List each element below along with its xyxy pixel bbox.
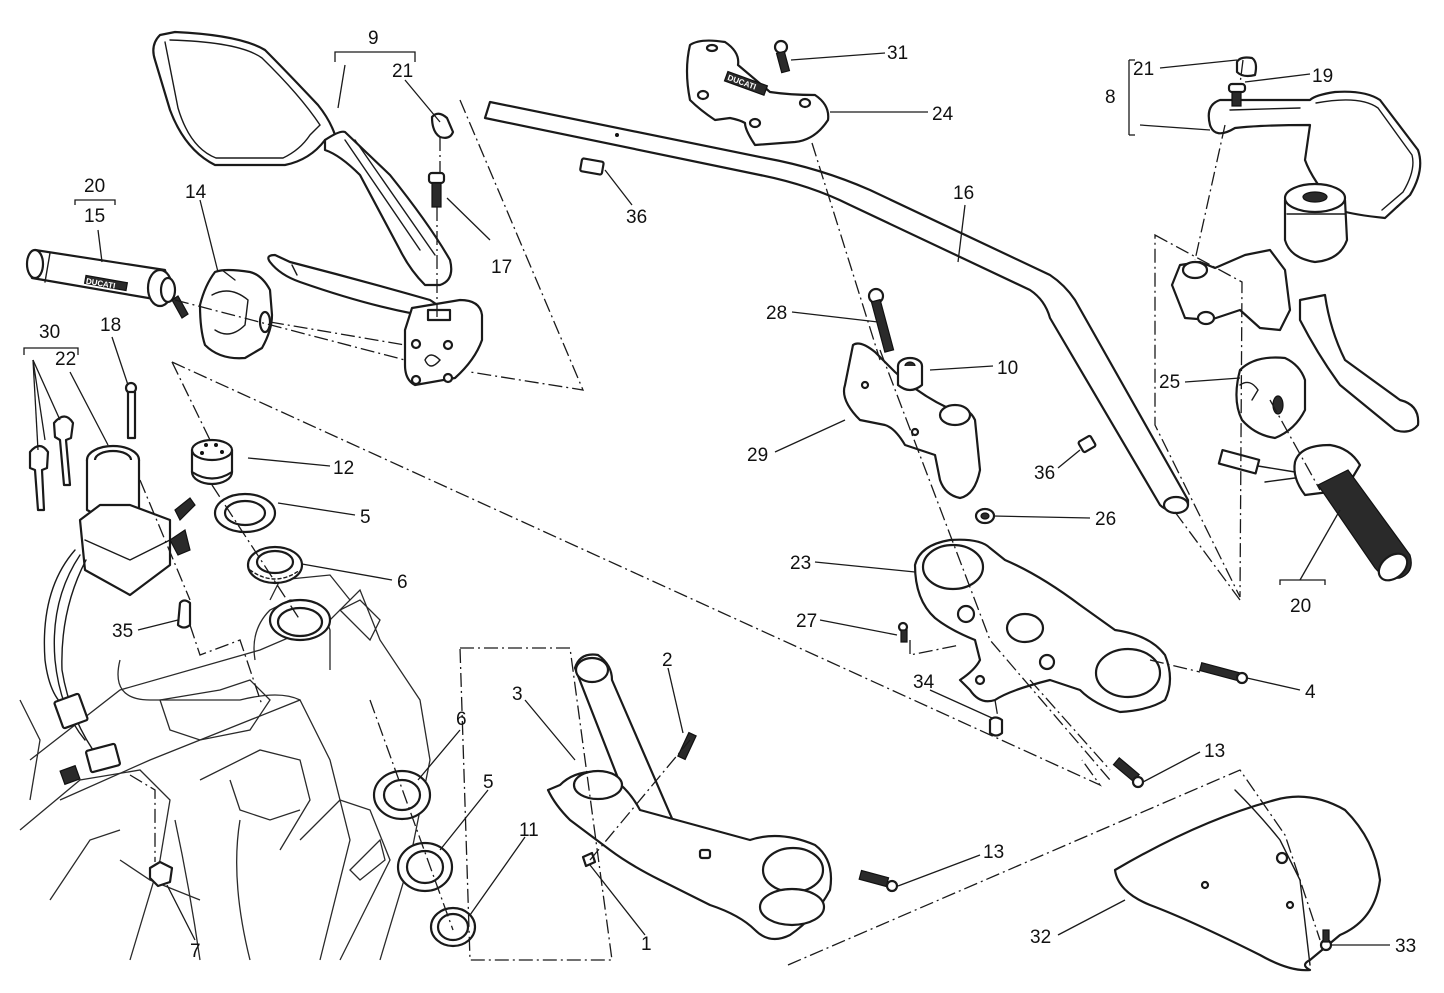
handlebar-upper-clamp[interactable]: DUCATI bbox=[685, 39, 830, 147]
callout-17: 17 bbox=[491, 257, 512, 278]
mirror-cap-right[interactable] bbox=[1235, 56, 1258, 78]
callout-20b: 20 bbox=[1290, 596, 1311, 617]
callout-36b: 36 bbox=[1034, 463, 1055, 484]
callout-36a: 36 bbox=[626, 207, 647, 228]
sealing-ring[interactable] bbox=[429, 906, 477, 948]
riser-bushing[interactable] bbox=[896, 356, 924, 392]
upper-triple-clamp[interactable] bbox=[913, 538, 1172, 714]
clutch-master-mount[interactable] bbox=[403, 298, 484, 387]
brake-master-cylinder[interactable] bbox=[1170, 182, 1349, 332]
upper-dust-seal[interactable] bbox=[213, 492, 277, 534]
steering-head-tube[interactable] bbox=[268, 598, 332, 642]
callout-21b: 21 bbox=[1133, 59, 1154, 80]
callout-25: 25 bbox=[1159, 372, 1180, 393]
left-grip[interactable]: DUCATI bbox=[25, 248, 189, 319]
screw-27[interactable] bbox=[897, 621, 909, 643]
callout-13a: 13 bbox=[1204, 741, 1225, 762]
callout-14: 14 bbox=[185, 182, 207, 203]
callout-16: 16 bbox=[953, 183, 974, 204]
upper-clamp-screw-13[interactable] bbox=[1112, 756, 1145, 789]
cable-clip-left[interactable] bbox=[579, 157, 605, 176]
callout-22: 22 bbox=[55, 349, 76, 370]
plug-34[interactable] bbox=[988, 716, 1004, 737]
callout-12: 12 bbox=[333, 458, 354, 479]
callout-31: 31 bbox=[887, 43, 908, 64]
lower-bearing[interactable] bbox=[372, 769, 432, 821]
callout-33: 33 bbox=[1395, 936, 1416, 957]
callout-30: 30 bbox=[39, 322, 60, 343]
clamp-screw-4[interactable] bbox=[1198, 661, 1249, 685]
callout-23: 23 bbox=[790, 553, 811, 574]
right-mirror[interactable] bbox=[1207, 90, 1422, 220]
mirror-screw-left[interactable] bbox=[427, 171, 446, 208]
callout-24: 24 bbox=[932, 104, 954, 125]
ignition-switch-screw[interactable] bbox=[124, 381, 138, 440]
callout-34: 34 bbox=[913, 672, 935, 693]
clamp-screw-top[interactable] bbox=[773, 39, 791, 74]
riser-screw[interactable] bbox=[867, 287, 895, 353]
callout-26: 26 bbox=[1095, 509, 1116, 530]
callout-1: 1 bbox=[641, 934, 652, 955]
callout-4: 4 bbox=[1305, 682, 1316, 703]
callout-3: 3 bbox=[512, 684, 523, 705]
callout-9: 9 bbox=[368, 28, 379, 49]
lower-dust-seal[interactable] bbox=[396, 841, 454, 893]
callout-20a: 20 bbox=[84, 176, 105, 197]
leader-lines bbox=[23, 51, 1390, 946]
rubber-grommet[interactable] bbox=[176, 599, 192, 629]
callout-35: 35 bbox=[112, 621, 133, 642]
ignition-switch[interactable] bbox=[78, 444, 196, 597]
throttle-grip[interactable] bbox=[1217, 443, 1412, 586]
motorcycle-frame bbox=[19, 574, 431, 961]
cover-screw[interactable] bbox=[1319, 929, 1333, 952]
pin-2[interactable] bbox=[677, 731, 697, 761]
left-mirror[interactable] bbox=[152, 30, 453, 287]
assembly-lines bbox=[129, 59, 1321, 966]
callout-32: 32 bbox=[1030, 927, 1051, 948]
callout-19: 19 bbox=[1312, 66, 1333, 87]
lower-triple-clamp[interactable] bbox=[546, 653, 833, 941]
callout-27: 27 bbox=[796, 611, 817, 632]
callout-28: 28 bbox=[766, 303, 787, 324]
lower-clamp-screw-13[interactable] bbox=[858, 869, 899, 893]
callout-2: 2 bbox=[662, 650, 673, 671]
callout-labels: 1 2 3 4 5 5 6 6 7 8 9 10 11 12 13 13 14 … bbox=[39, 28, 1416, 962]
callout-18: 18 bbox=[100, 315, 121, 336]
cover[interactable] bbox=[1113, 789, 1382, 972]
steering-head-ring-nut[interactable] bbox=[190, 438, 234, 486]
callout-7: 7 bbox=[190, 941, 201, 962]
left-switch-unit[interactable] bbox=[198, 268, 274, 360]
wire-harness bbox=[43, 549, 121, 786]
callout-5b: 5 bbox=[483, 772, 494, 793]
callout-13b: 13 bbox=[983, 842, 1004, 863]
callout-8: 8 bbox=[1105, 87, 1116, 108]
mirror-cap-left[interactable] bbox=[430, 112, 455, 139]
key-set[interactable] bbox=[28, 415, 75, 512]
callout-29: 29 bbox=[747, 445, 768, 466]
callout-11: 11 bbox=[519, 820, 539, 841]
callout-21a: 21 bbox=[392, 61, 413, 82]
right-switch-unit[interactable] bbox=[1235, 356, 1307, 440]
cable-clip-right[interactable] bbox=[1077, 434, 1097, 454]
callout-10: 10 bbox=[997, 358, 1018, 379]
callout-6a: 6 bbox=[397, 572, 408, 593]
callout-5a: 5 bbox=[360, 507, 371, 528]
brake-lever[interactable] bbox=[1298, 293, 1420, 433]
mirror-screw-right[interactable] bbox=[1227, 82, 1247, 107]
stem-nut-1[interactable] bbox=[581, 851, 597, 868]
washer[interactable] bbox=[974, 507, 996, 525]
clip-nut[interactable] bbox=[148, 860, 174, 888]
callout-15: 15 bbox=[84, 206, 105, 227]
callout-6b: 6 bbox=[456, 709, 467, 730]
